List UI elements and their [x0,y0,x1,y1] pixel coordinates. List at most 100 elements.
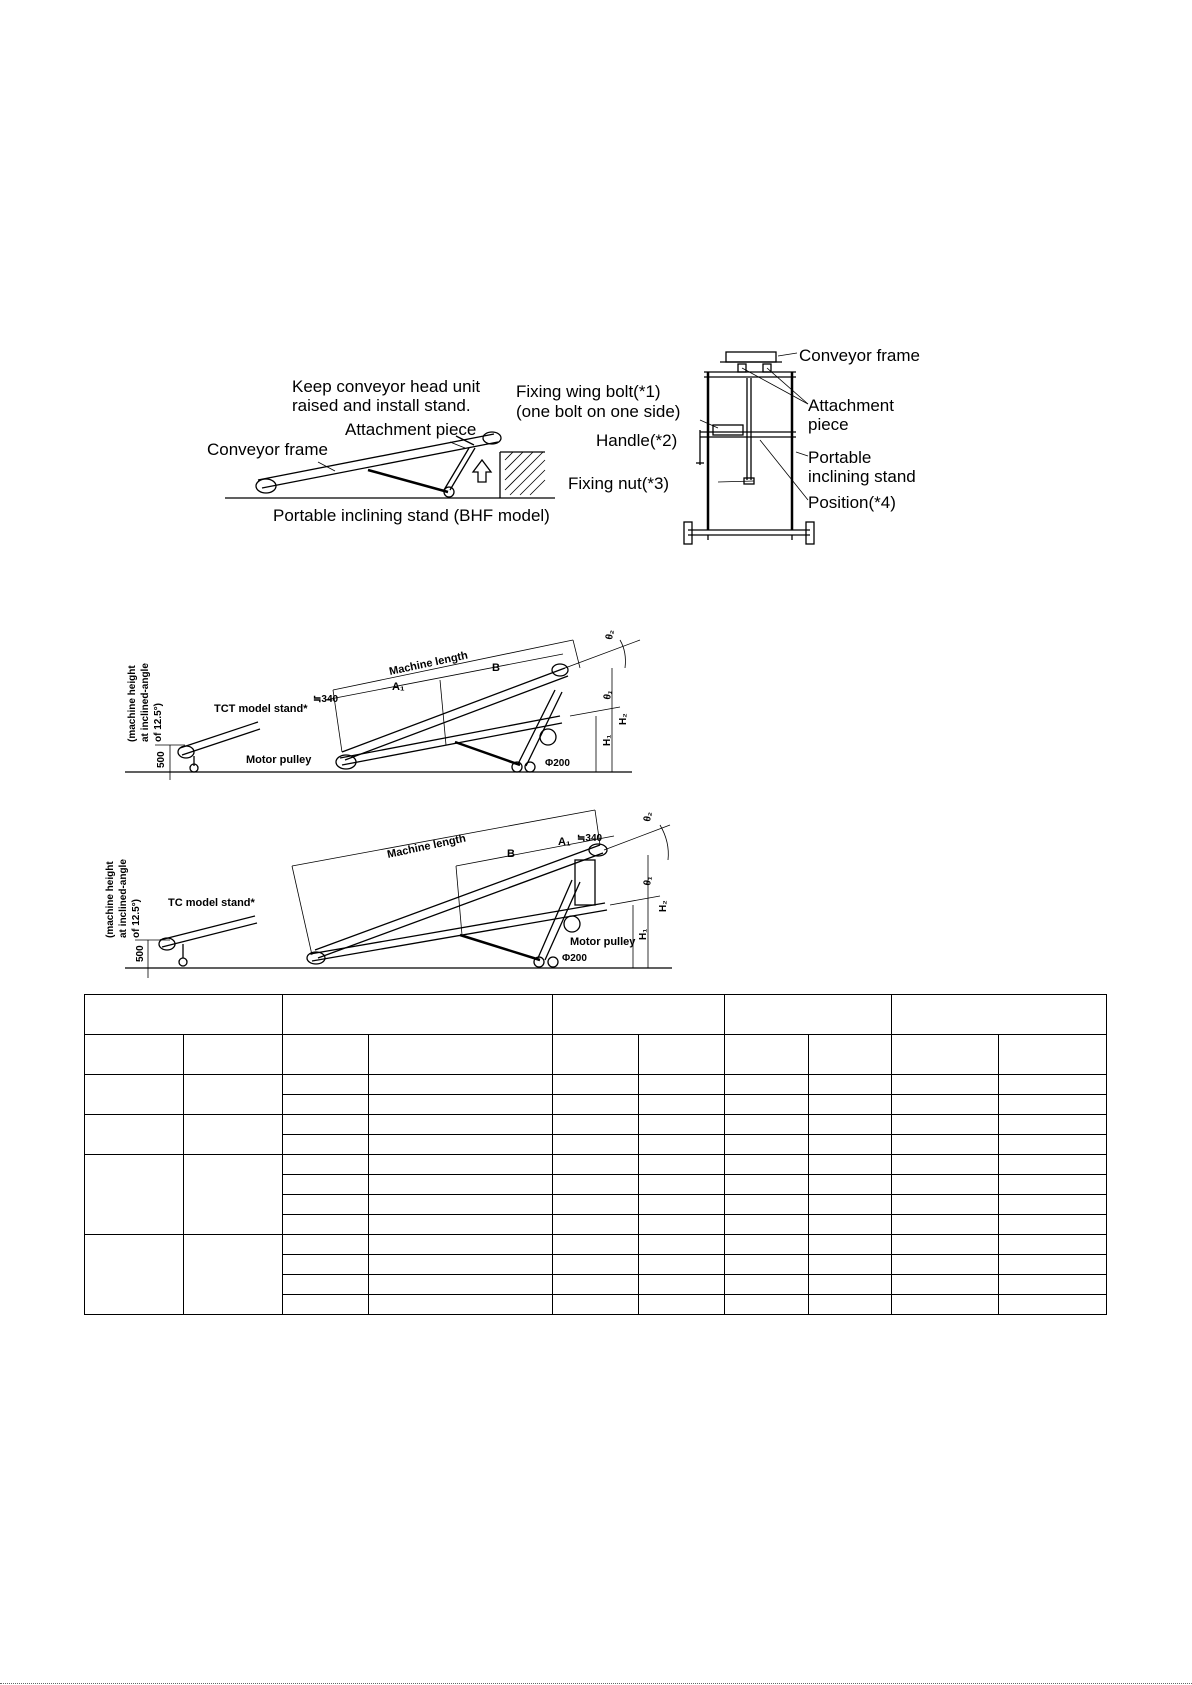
table-cell [891,1114,999,1135]
table-cell [638,1254,725,1275]
tct-a1: A₁ [392,681,405,693]
table-cell [282,1114,369,1135]
table-cell [998,1154,1107,1175]
table-cell [724,1254,809,1275]
tct-phi200: Φ200 [545,758,570,769]
label-attachment-2: piece [808,415,849,434]
label-keep-raised-2: raised and install stand. [292,396,471,415]
table-cell [638,1114,725,1135]
table-header-group-row [84,994,1107,1035]
table-cell [891,1134,999,1155]
tc-height-2: at inclined-angle [118,859,129,938]
label-one-bolt: (one bolt on one side) [516,402,680,421]
table-cell [998,1294,1107,1315]
table-row [85,1134,1107,1155]
table-cell [552,1294,639,1315]
table-cell [998,1134,1107,1155]
table-cell [638,1234,725,1255]
table-cell [724,1154,809,1175]
table-cell [808,1294,892,1315]
table-cell [998,1114,1107,1135]
table-cell [808,1094,892,1115]
table-cell [998,1254,1107,1275]
table-cell [891,1274,999,1295]
label-conveyor-frame: Conveyor frame [207,440,328,459]
table-cell [891,1294,999,1315]
tc-340: ≒340 [577,833,603,844]
label-fixing-nut: Fixing nut(*3) [568,474,669,493]
table-row [84,1154,1107,1235]
table-cell [638,1074,725,1095]
table-header-cell [368,1034,553,1075]
table-cell [998,1234,1107,1255]
table-cell [282,1274,369,1295]
table-row [85,1294,1107,1315]
tct-height-2: at inclined-angle [140,663,151,742]
table-cell [724,1234,809,1255]
table-cell [998,1074,1107,1095]
table-cell [808,1174,892,1195]
tc-b: B [507,848,515,860]
table-cell [368,1254,553,1275]
table-cell [368,1114,553,1135]
table-cell [808,1274,892,1295]
table-cell [808,1074,892,1095]
table-cell [368,1174,553,1195]
label-keep-raised-1: Keep conveyor head unit [292,377,480,396]
table-cell [84,1114,184,1155]
table-cell [368,1154,553,1175]
tct-h2: H₂ [618,713,629,725]
table-cell [368,1294,553,1315]
table-cell [552,1274,639,1295]
table-cell [552,1254,639,1275]
table-cell [724,1274,809,1295]
tct-machine-length: Machine length [388,649,469,677]
table-header-cell [552,1034,639,1075]
table-cell [808,1134,892,1155]
table-header-cell [84,1034,184,1075]
table-cell [998,1194,1107,1215]
table-cell [891,1174,999,1195]
table-cell [724,1174,809,1195]
tct-motor-pulley: Motor pulley [246,754,312,766]
tc-figure: (machine height at inclined-angle of 12.… [105,809,672,978]
label-portable-1: Portable [808,448,871,467]
table-cell [552,1114,639,1135]
table-cell [724,1294,809,1315]
label-portable-2: inclining stand [808,467,916,486]
table-cell [282,1294,369,1315]
table-cell [282,1154,369,1175]
table-cell [891,1094,999,1115]
label-attachment-piece: Attachment piece [345,420,476,439]
table-cell [183,1154,283,1235]
table-header-cell [638,1034,725,1075]
tc-a1: A₁ [558,836,571,848]
table-cell [368,1234,553,1255]
tc-height-1: (machine height [105,861,116,938]
table-cell [368,1094,553,1115]
table-cell [808,1254,892,1275]
table-cell [638,1174,725,1195]
table-header-cell [282,994,553,1035]
table-header-cell [282,1034,369,1075]
tc-theta2: θ₂ [642,811,655,823]
label-fixing-wing-bolt: Fixing wing bolt(*1) [516,382,661,401]
table-cell [638,1094,725,1115]
table-cell [998,1274,1107,1295]
table-cell [552,1154,639,1175]
tc-height-3: of 12.5°) [131,899,142,938]
table-cell [998,1094,1107,1115]
tc-h2: H₂ [658,900,669,912]
table-cell [638,1214,725,1235]
table-cell [891,1254,999,1275]
table-cell [84,1234,184,1315]
tct-theta1: θ₁ [602,689,614,700]
table-cell [282,1194,369,1215]
table-header-cell [183,1034,283,1075]
table-cell [282,1214,369,1235]
table-cell [282,1134,369,1155]
tct-figure: (machine height at inclined-angle of 12.… [125,629,641,780]
tct-340: ≒340 [313,694,339,705]
table-cell [724,1094,809,1115]
